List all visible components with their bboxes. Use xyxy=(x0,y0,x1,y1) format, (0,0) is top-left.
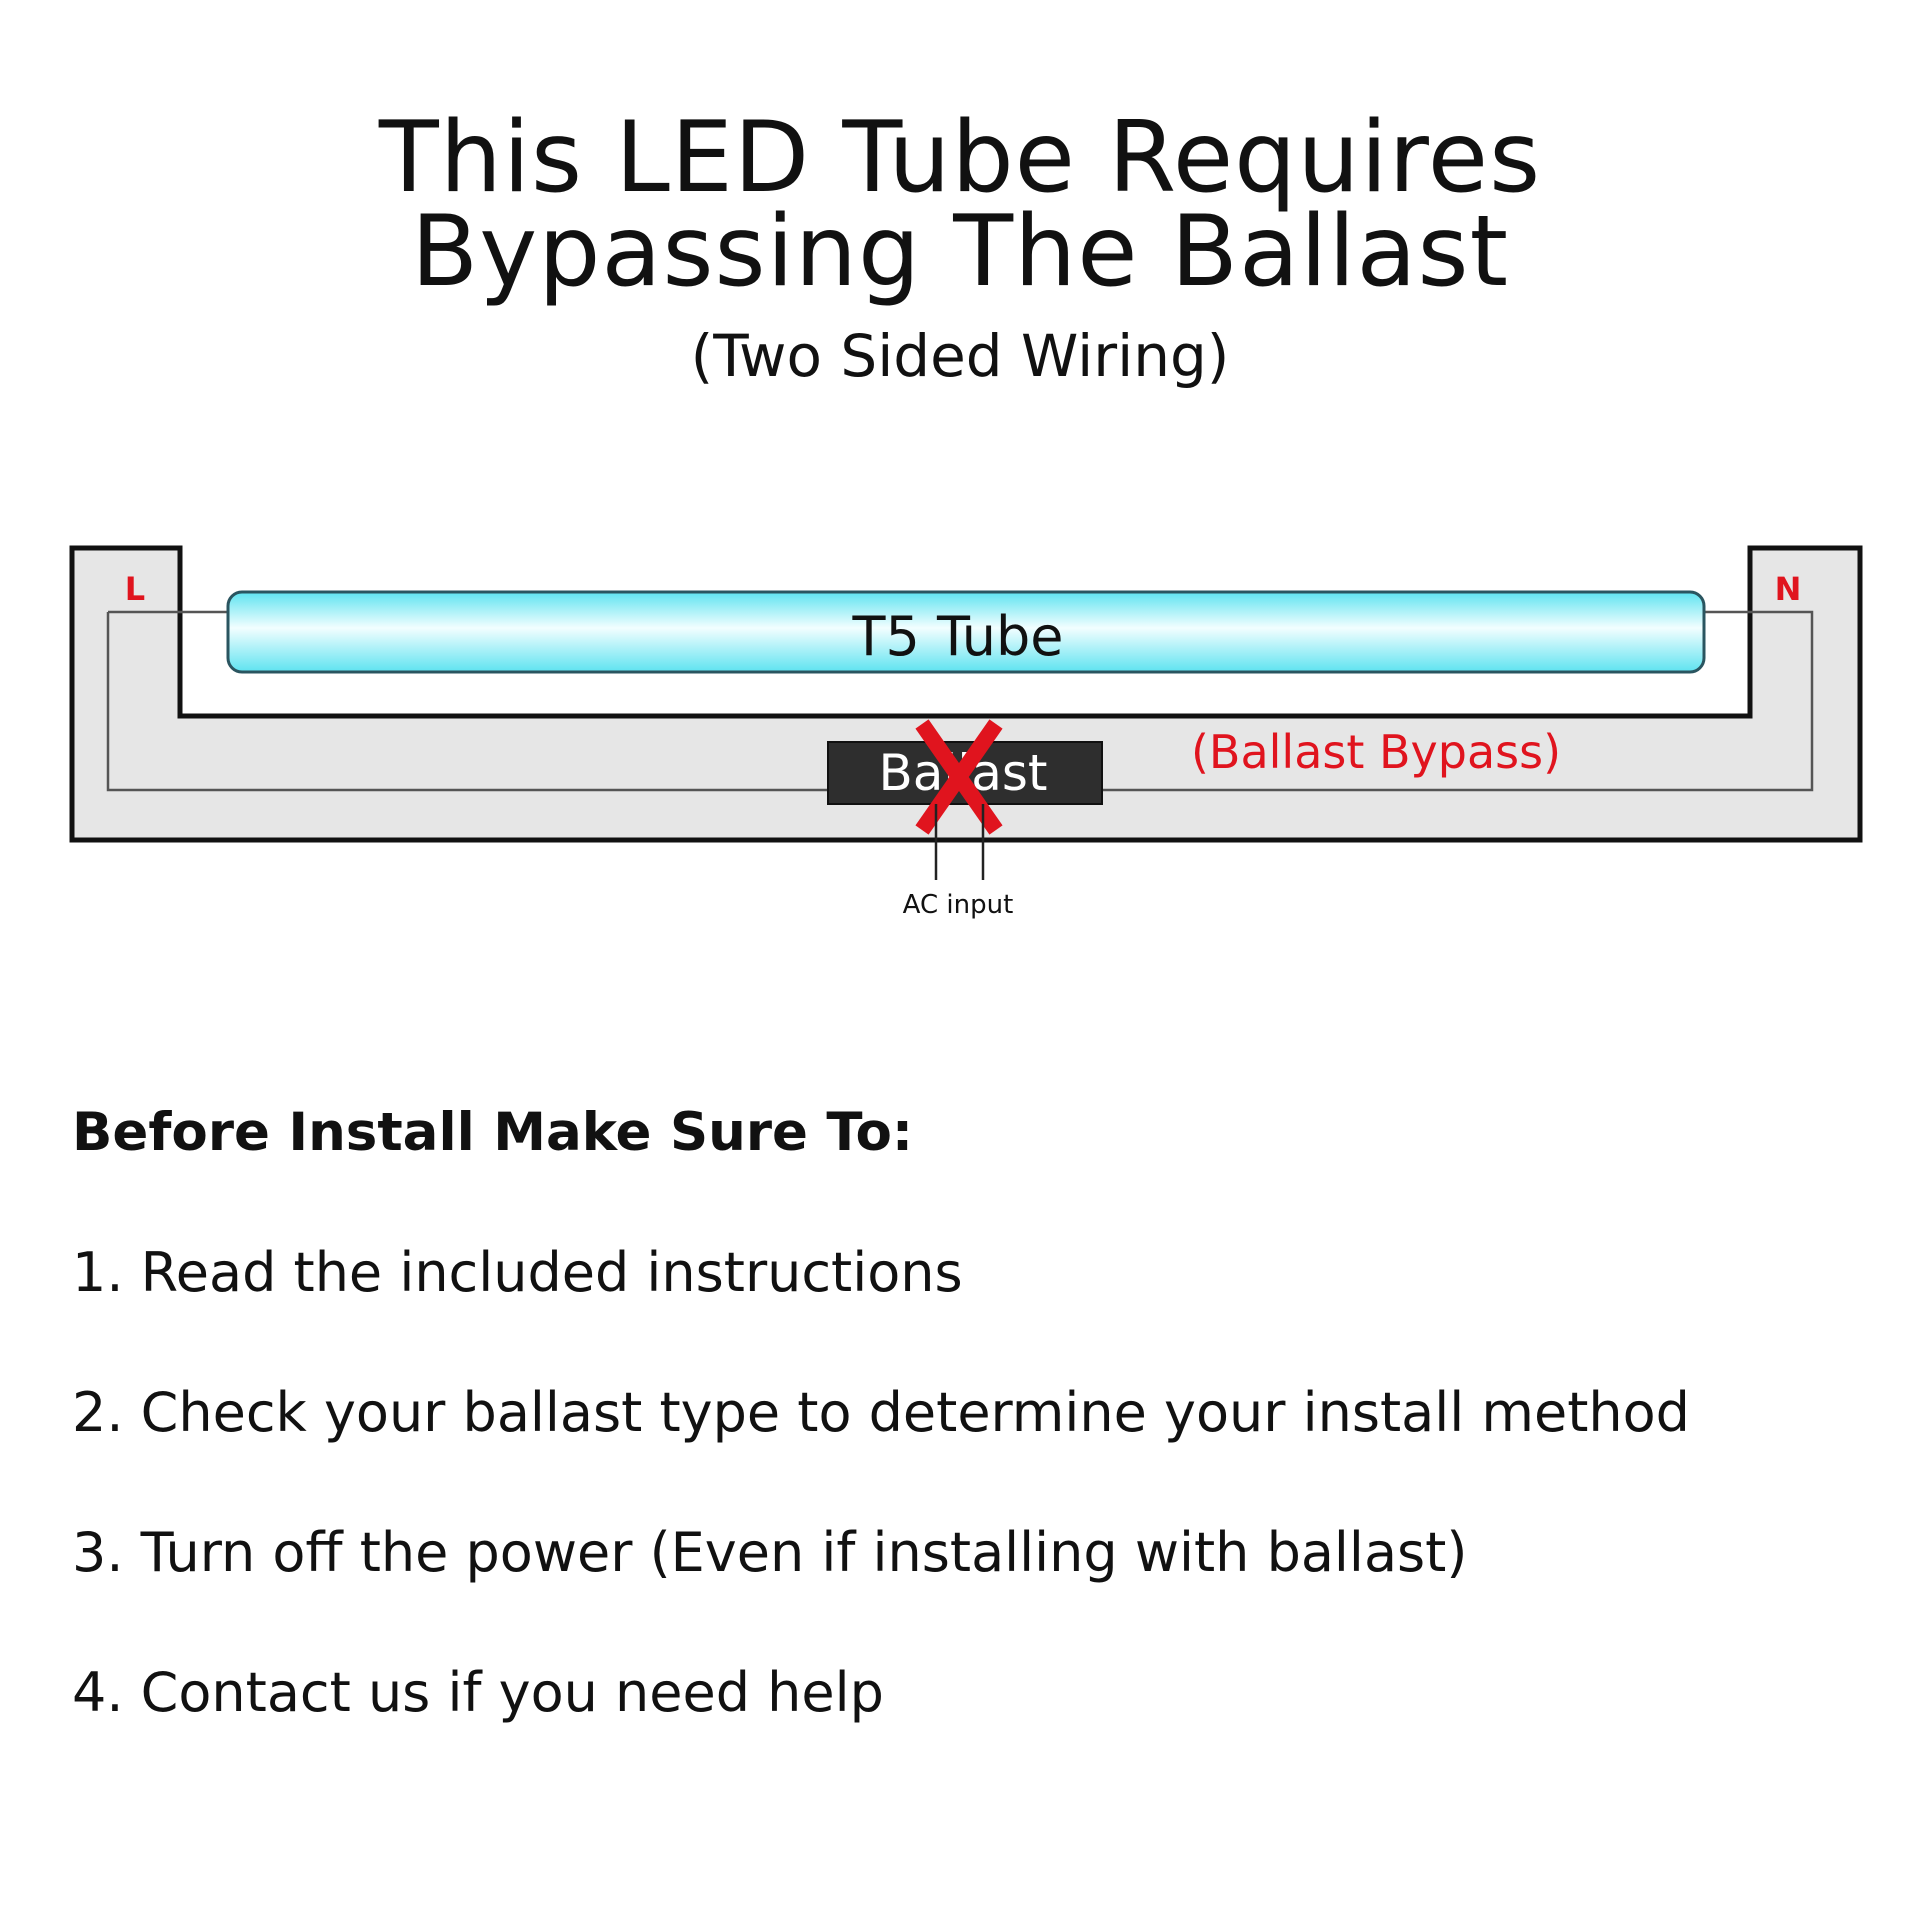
t5-tube xyxy=(226,590,1706,674)
title-line-2: Bypassing The Ballast xyxy=(411,195,1509,309)
tube-label: T5 Tube xyxy=(851,605,1063,668)
install-heading: Before Install Make Sure To: xyxy=(72,1102,914,1163)
ballast-bypass-label: (Ballast Bypass) xyxy=(1191,725,1561,779)
subtitle: (Two Sided Wiring) xyxy=(690,322,1230,390)
live-label: L xyxy=(125,570,145,608)
title-line-1: This LED Tube Requires xyxy=(378,101,1542,215)
step-2: 2. Check your ballast type to determine … xyxy=(72,1381,1690,1444)
step-4: 4. Contact us if you need help xyxy=(72,1661,884,1724)
step-1: 1. Read the included instructions xyxy=(72,1241,963,1304)
ac-input-label: AC input xyxy=(903,890,1014,920)
fixture-housing xyxy=(69,545,1863,843)
bypass-wire xyxy=(106,610,1814,792)
neutral-label: N xyxy=(1775,570,1802,608)
step-3: 3. Turn off the power (Even if installin… xyxy=(72,1521,1468,1584)
